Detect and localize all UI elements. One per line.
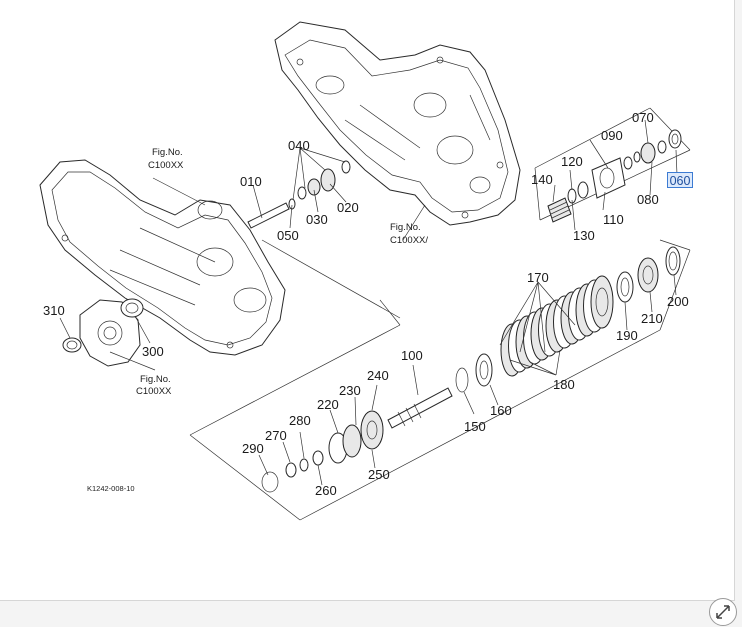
shaft-010 xyxy=(247,202,290,229)
parts-220-290 xyxy=(261,410,384,493)
upper-right-assembly xyxy=(534,107,691,223)
label-040: 040 xyxy=(288,138,310,153)
label-160: 160 xyxy=(490,403,512,418)
label-070: 070 xyxy=(632,110,654,125)
part-300-seal xyxy=(120,298,144,318)
label-020: 020 xyxy=(337,200,359,215)
label-150: 150 xyxy=(464,419,486,434)
label-240: 240 xyxy=(367,368,389,383)
clutch-bore xyxy=(595,287,609,317)
label-190: 190 xyxy=(616,328,638,343)
part-190-plate xyxy=(616,271,634,303)
expand-diagonal-icon xyxy=(716,605,730,619)
part-200-ring xyxy=(665,246,681,276)
label-280: 280 xyxy=(289,413,311,428)
label-200: 200 xyxy=(667,294,689,309)
label-130: 130 xyxy=(573,228,595,243)
part-210-hub xyxy=(637,257,659,293)
diagram-code: K1242-008-10 xyxy=(87,484,135,493)
clutch-pack-170-180 xyxy=(500,275,614,377)
part-150-snapring xyxy=(455,367,469,393)
label-100: 100 xyxy=(401,348,423,363)
label-310: 310 xyxy=(43,303,65,318)
label-170: 170 xyxy=(527,270,549,285)
label-250: 250 xyxy=(368,467,390,482)
label-140: 140 xyxy=(531,172,553,187)
label-090: 090 xyxy=(601,128,623,143)
fig-ref-line1: Fig.No. xyxy=(140,374,171,385)
fig-ref-line2: C100XX xyxy=(136,386,172,397)
label-120: 120 xyxy=(561,154,583,169)
transmission-case-left xyxy=(39,159,286,356)
part-310-oring xyxy=(62,337,82,353)
label-060-selected[interactable]: 060 xyxy=(667,172,693,188)
label-230: 230 xyxy=(339,383,361,398)
label-290: 290 xyxy=(242,441,264,456)
lower-box-outline xyxy=(189,239,691,521)
label-210: 210 xyxy=(641,311,663,326)
label-030: 030 xyxy=(306,212,328,227)
leader-lines xyxy=(59,119,678,486)
label-300: 300 xyxy=(142,344,164,359)
label-110: 110 xyxy=(603,212,624,227)
fig-ref-slash: C100XX/ xyxy=(390,235,428,246)
part-160-plate xyxy=(475,353,493,387)
fig-ref-line2: C100XX xyxy=(148,160,184,171)
diagram-frame: 010 020 030 040 050 070 080 090 100 110 … xyxy=(0,0,735,601)
parts-diagram: 010 020 030 040 050 070 080 090 100 110 … xyxy=(39,21,691,521)
clutch-disc xyxy=(590,275,614,329)
label-270: 270 xyxy=(265,428,287,443)
label-080: 080 xyxy=(637,192,659,207)
cover-plate xyxy=(79,299,141,367)
label-180: 180 xyxy=(553,377,575,392)
shaft-100 xyxy=(387,387,453,429)
expand-button[interactable] xyxy=(709,598,737,626)
callout-labels: 010 020 030 040 050 070 080 090 100 110 … xyxy=(43,110,689,498)
label-220: 220 xyxy=(317,397,339,412)
transmission-case-upper xyxy=(274,21,521,226)
fig-ref-line1: Fig.No. xyxy=(152,147,183,158)
label-050: 050 xyxy=(277,228,299,243)
label-260: 260 xyxy=(315,483,337,498)
label-010: 010 xyxy=(240,174,262,189)
fig-ref-line1: Fig.No. xyxy=(390,222,421,233)
